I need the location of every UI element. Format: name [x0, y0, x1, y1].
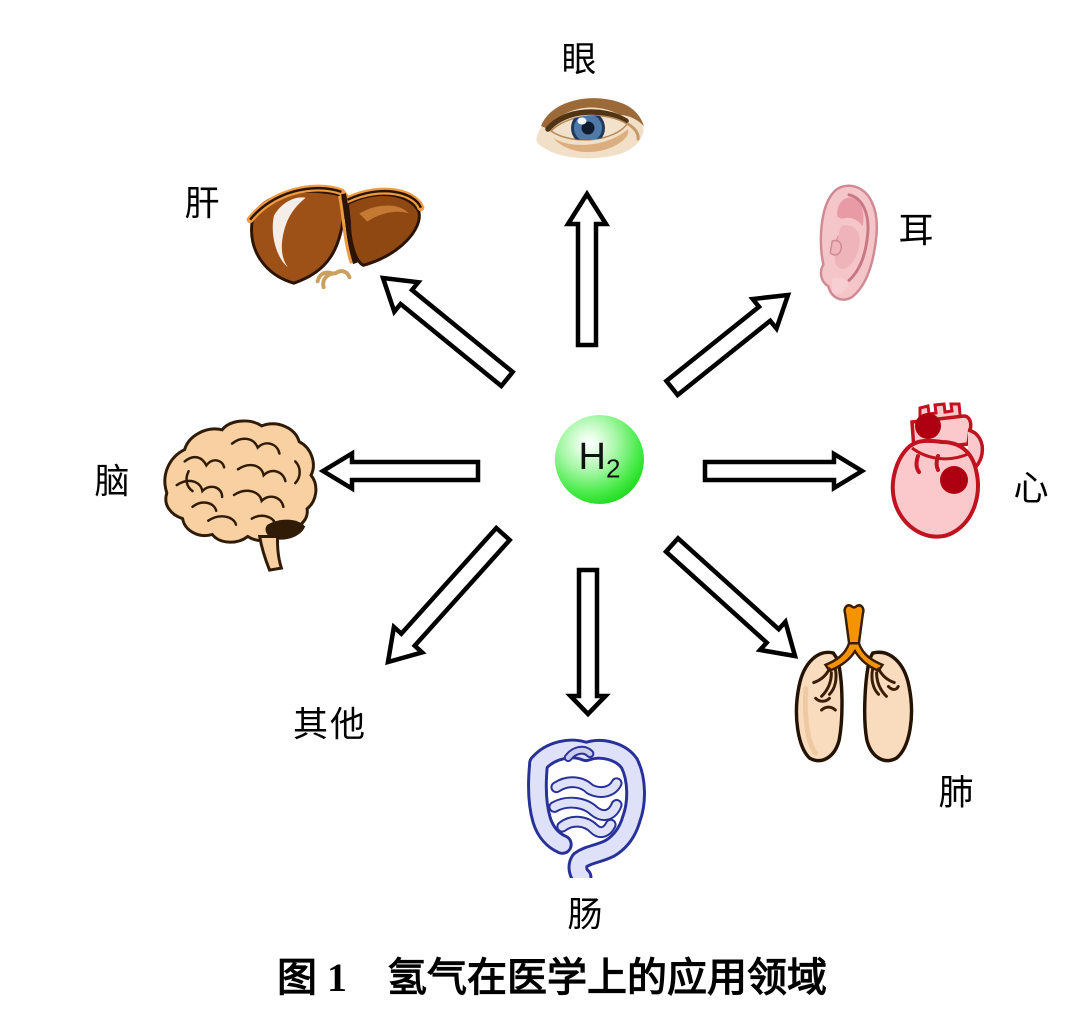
- label-eye: 眼: [561, 40, 599, 80]
- arrow-to-brain: [318, 449, 481, 493]
- arrow-to-eye: [563, 189, 611, 348]
- arrow-to-intestine: [565, 567, 611, 718]
- label-lung: 肺: [938, 773, 976, 813]
- liver-illustration: [246, 184, 425, 290]
- label-intestine: 肠: [567, 895, 605, 935]
- label-brain: 脑: [94, 462, 132, 502]
- heart-illustration: [890, 402, 985, 539]
- lung-illustration: [794, 604, 914, 763]
- arrow-to-liver: [379, 275, 516, 390]
- h2-label: H2: [578, 435, 621, 484]
- intestine-illustration: [527, 738, 646, 878]
- brain-illustration: [163, 419, 318, 572]
- arrow-to-others: [385, 524, 513, 666]
- label-others: 其他: [292, 705, 368, 745]
- label-heart: 心: [1013, 469, 1051, 509]
- arrow-to-lung: [662, 535, 799, 659]
- label-ear: 耳: [898, 211, 936, 251]
- arrow-to-ear: [663, 292, 792, 399]
- eye-illustration: [536, 98, 644, 159]
- label-liver: 肝: [184, 184, 222, 224]
- arrow-to-heart: [702, 450, 867, 492]
- ear-illustration: [819, 184, 879, 301]
- h2-node: H2: [555, 415, 644, 504]
- figure-caption: 图 1 氢气在医学上的应用领域: [277, 955, 827, 1000]
